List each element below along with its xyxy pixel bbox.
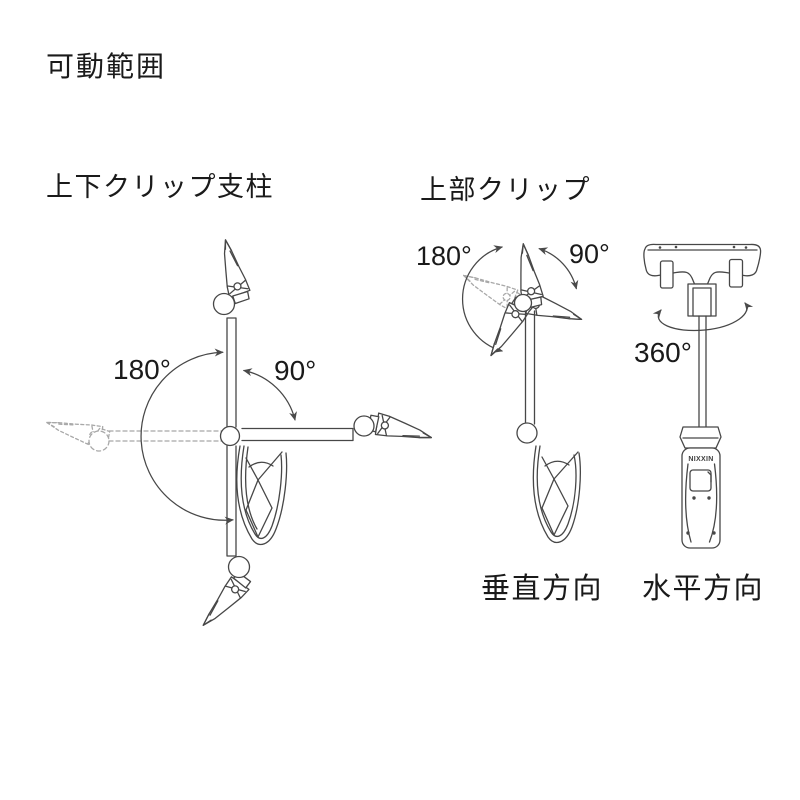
right-diagram: 360° NIXXIN 水平方向 — [634, 243, 764, 605]
middle-angle-90-label: 90° — [569, 239, 610, 269]
middle-heading: 上部クリップ — [420, 175, 591, 205]
rivet-icon — [692, 496, 696, 500]
middle-diagram: 上部クリップ 180° 90° 垂直方向 — [416, 175, 610, 605]
guide-lines — [108, 430, 223, 442]
support-rod-lower — [226, 445, 237, 557]
clip-head-front — [643, 243, 762, 317]
support-rod-upper — [226, 317, 237, 428]
rivet-icon — [707, 496, 711, 500]
left-heading: 上下クリップ支柱 — [46, 172, 274, 202]
left-angle-180-label: 180° — [113, 354, 171, 385]
hanger-hook — [532, 445, 581, 544]
stem — [698, 315, 707, 428]
lower-clip — [194, 569, 255, 634]
page-title: 可動範囲 — [46, 51, 166, 82]
pivot-joint — [219, 425, 241, 447]
ghost-hook-icon — [88, 430, 110, 452]
arc-180 — [462, 245, 503, 353]
clip-body-back: NIXXIN — [681, 447, 721, 549]
bottom-hook-icon — [516, 422, 538, 444]
brand-logo-text: NIXXIN — [688, 456, 713, 463]
arc-90 — [242, 368, 297, 421]
horizontal-caption: 水平方向 — [642, 572, 764, 605]
arc-180 — [140, 348, 234, 525]
side-swivel-hook-icon — [353, 415, 375, 437]
rotation-360-label: 360° — [634, 337, 692, 368]
stem-rod — [524, 310, 536, 425]
collar — [679, 426, 722, 449]
lower-swivel-hook-icon — [227, 555, 251, 579]
side-clip — [366, 410, 435, 449]
horizontal-arm — [241, 427, 354, 442]
pivot-ball — [513, 293, 533, 313]
hanger-hook — [236, 445, 288, 546]
upper-swivel-hook-icon — [212, 292, 236, 316]
arc-90 — [538, 247, 579, 290]
rotation-arrow-360 — [652, 302, 754, 332]
middle-angle-180-label: 180° — [416, 241, 472, 271]
left-angle-90-label: 90° — [274, 355, 316, 386]
right-tab — [728, 258, 744, 288]
vertical-caption: 垂直方向 — [481, 572, 603, 605]
left-tab — [659, 260, 674, 289]
left-diagram: 上下クリップ支柱 180° 90° — [43, 172, 435, 634]
